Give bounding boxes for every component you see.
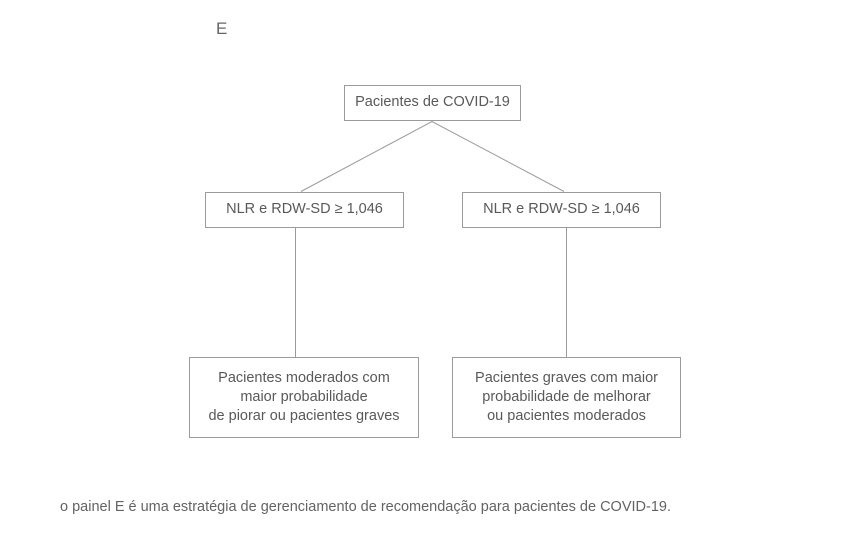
node-outcome-right: Pacientes graves com maior probabilidade… bbox=[452, 357, 681, 438]
node-criteria-left-label: NLR e RDW-SD ≥ 1,046 bbox=[226, 201, 383, 218]
figure-caption: o painel E é uma estratégia de gerenciam… bbox=[60, 499, 671, 515]
node-outcome-left-label: Pacientes moderados com maior probabilid… bbox=[208, 369, 400, 425]
node-root-label: Pacientes de COVID-19 bbox=[355, 94, 510, 111]
panel-label-e: E bbox=[216, 19, 228, 38]
node-criteria-left: NLR e RDW-SD ≥ 1,046 bbox=[205, 192, 404, 228]
node-criteria-right: NLR e RDW-SD ≥ 1,046 bbox=[462, 192, 661, 228]
node-pacientes-de-covid-19: Pacientes de COVID-19 bbox=[344, 85, 521, 121]
node-outcome-left: Pacientes moderados com maior probabilid… bbox=[189, 357, 419, 438]
node-criteria-right-label: NLR e RDW-SD ≥ 1,046 bbox=[483, 201, 640, 218]
edge-root-to-criteria-right bbox=[431, 121, 565, 192]
edge-root-to-criteria-left bbox=[300, 121, 433, 192]
node-outcome-right-label: Pacientes graves com maior probabilidade… bbox=[475, 369, 658, 425]
